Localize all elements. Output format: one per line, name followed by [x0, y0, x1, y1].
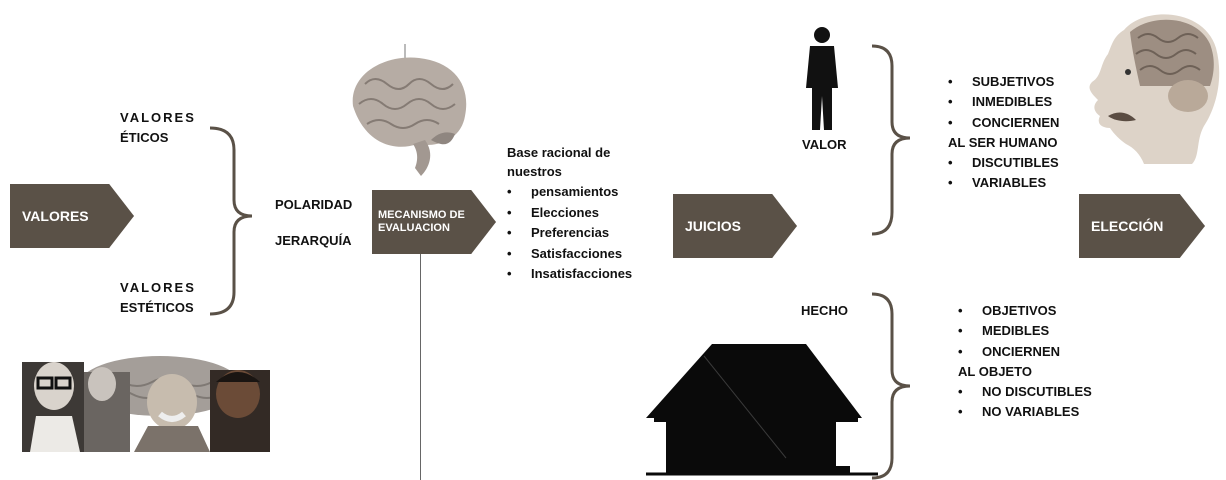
- list-item: NO VARIABLES: [958, 402, 1092, 422]
- portraits-collage: [22, 352, 270, 452]
- valores-eticos-line1: VALORES: [120, 110, 196, 125]
- list-item: MEDIBLES: [958, 321, 1092, 341]
- list-item: INMEDIBLES: [948, 92, 1059, 112]
- base-racional-line1: Base racional de: [507, 145, 611, 160]
- list-item: CONCIERNEN: [948, 113, 1059, 133]
- list-item: Elecciones: [507, 203, 632, 224]
- head-brain-engraving: [1084, 8, 1224, 165]
- eleccion-box-label: ELECCIÓN: [1091, 218, 1164, 234]
- valor-label: VALOR: [802, 137, 847, 152]
- list-item: ONCIERNEN: [958, 342, 1092, 362]
- list-item: pensamientos: [507, 182, 632, 203]
- juicios-box: JUICIOS: [673, 194, 797, 258]
- valores-esteticos-line2: ESTÉTICOS: [120, 300, 194, 315]
- valores-esteticos-line1: VALORES: [120, 280, 196, 295]
- hecho-label: HECHO: [801, 303, 848, 318]
- house-silhouette: [646, 338, 878, 476]
- list-item: VARIABLES: [948, 173, 1059, 193]
- mecanismo-box: MECANISMO DE EVALUACION: [372, 190, 496, 254]
- valores-box-label: VALORES: [22, 208, 89, 224]
- hecho-list: OBJETIVOS MEDIBLES ONCIERNEN AL OBJETO N…: [958, 301, 1092, 423]
- person-silhouette: [802, 26, 842, 132]
- polaridad-label: POLARIDAD: [275, 197, 353, 212]
- left-bracket: [209, 126, 253, 316]
- list-item: OBJETIVOS: [958, 301, 1092, 321]
- valores-eticos-line2: ÉTICOS: [120, 130, 169, 145]
- mecanismo-box-label: MECANISMO DE EVALUACION: [378, 209, 465, 234]
- jerarquia-label: JERARQUÍA: [275, 233, 352, 248]
- valor-bracket: [871, 44, 911, 236]
- list-item: AL OBJETO: [958, 363, 1032, 379]
- list-item: SUBJETIVOS: [948, 72, 1059, 92]
- base-racional-line2: nuestros: [507, 164, 562, 179]
- list-item: Satisfacciones: [507, 244, 632, 265]
- list-item: NO DISCUTIBLES: [958, 382, 1092, 402]
- brain-illustration: [345, 44, 473, 184]
- list-item: Preferencias: [507, 223, 632, 244]
- eleccion-box: ELECCIÓN: [1079, 194, 1205, 258]
- list-item: AL SER HUMANO: [948, 134, 1058, 150]
- base-racional-list: pensamientos Elecciones Preferencias Sat…: [507, 182, 632, 285]
- list-item: DISCUTIBLES: [948, 153, 1059, 173]
- list-item: Insatisfacciones: [507, 264, 632, 285]
- vertical-line: [420, 254, 421, 480]
- valores-box: VALORES: [10, 184, 134, 248]
- hecho-bracket: [871, 292, 911, 480]
- valor-list: SUBJETIVOS INMEDIBLES CONCIERNEN AL SER …: [948, 72, 1059, 194]
- juicios-box-label: JUICIOS: [685, 218, 742, 234]
